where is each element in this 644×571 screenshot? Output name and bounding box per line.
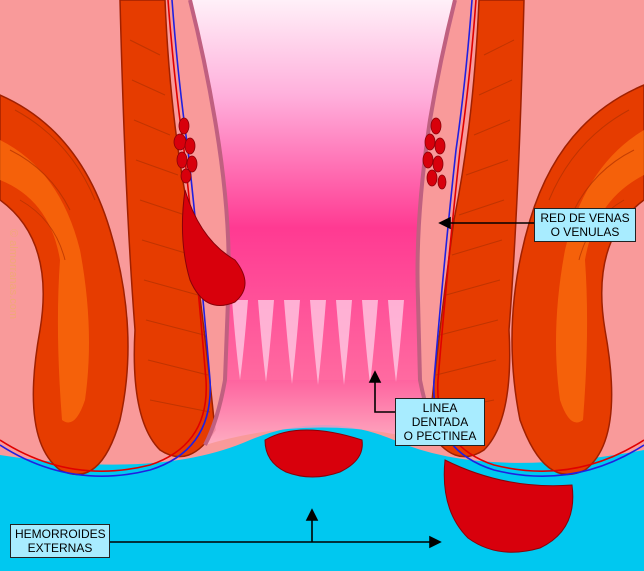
venous-network: [0, 0, 644, 477]
label-hemorroides-externas: HEMORROIDES EXTERNAS: [10, 524, 110, 558]
canal-lining-left: [188, 0, 231, 446]
left-internal-venules: [173, 117, 198, 184]
right-internal-sphincter: [428, 0, 525, 458]
pointer-arrows: [110, 216, 534, 549]
hemorrhoid-center: [264, 429, 363, 478]
right-internal-venules: [422, 117, 447, 190]
external-hemorrhoid-right: [443, 459, 574, 553]
anal-columns: [232, 300, 404, 385]
label-red-de-venas: RED DE VENAS O VENULAS: [534, 208, 636, 242]
label-linea-dentada: LINEA DENTADA O PECTINEA: [395, 398, 485, 446]
anal-canal: [190, 0, 455, 380]
anoderm: [205, 380, 440, 445]
muscle-fibers: [9, 39, 635, 413]
left-outer-sphincter-inner: [0, 140, 89, 423]
internal-hemorrhoid-left: [181, 189, 246, 306]
right-outer-sphincter-inner: [556, 130, 644, 423]
watermark: © almorranas.com: [7, 228, 19, 320]
